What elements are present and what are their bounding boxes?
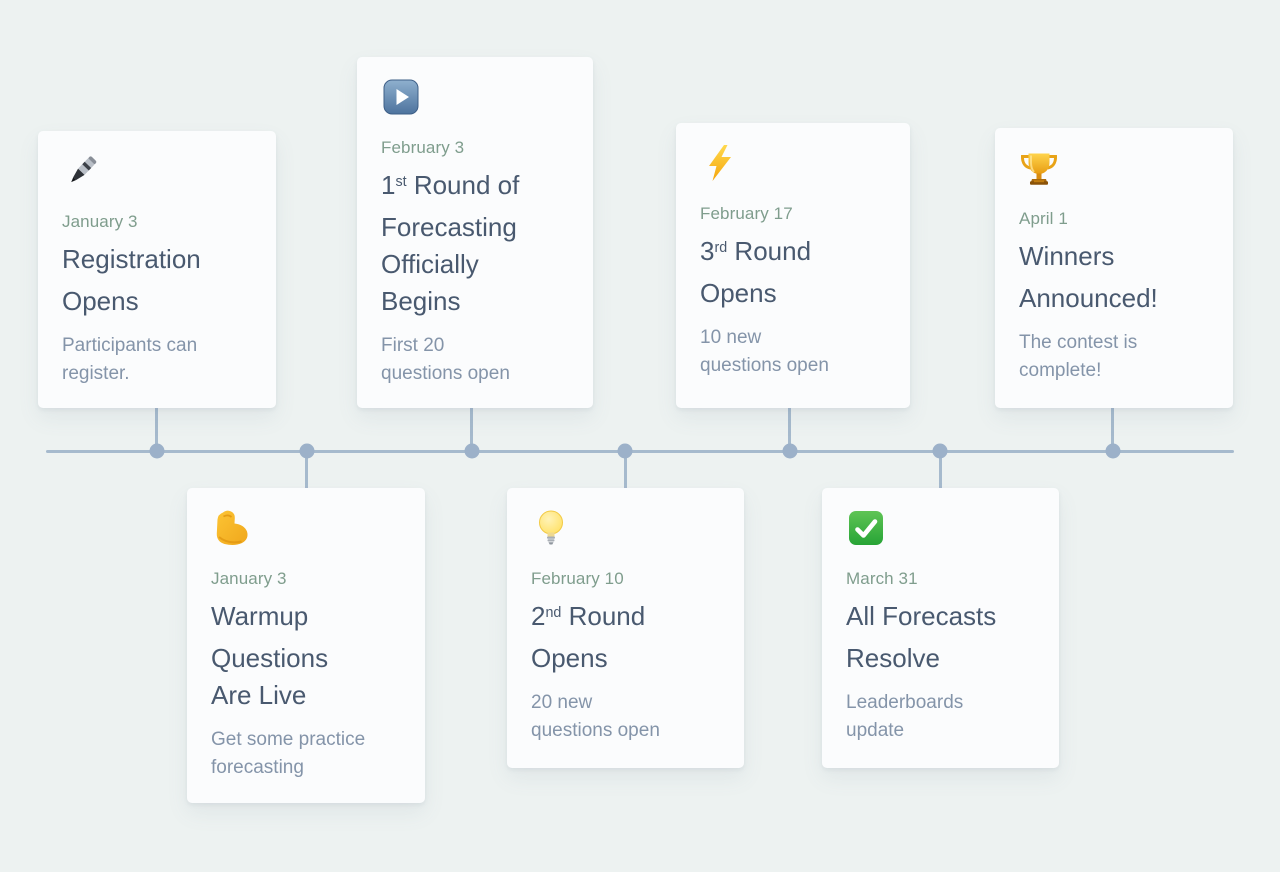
check-mark-icon <box>846 508 886 548</box>
event-description: Get some practice forecasting <box>211 729 366 778</box>
event-date: January 3 <box>62 212 138 231</box>
event-title-text: 1 <box>381 170 396 200</box>
timeline-dot <box>1105 443 1121 459</box>
event-title-text: All Forecasts Resolve <box>846 601 997 673</box>
event-card-third-round: February 17 3rd Round Opens 10 new quest… <box>676 123 910 408</box>
event-card-warmup-questions: January 3 Warmup Questions Are Live Get … <box>187 488 425 803</box>
event-title-text: Warmup Questions Are Live <box>211 601 329 710</box>
event-title-text: Round Opens <box>700 236 812 308</box>
event-date: February 17 <box>700 204 793 223</box>
event-date: January 3 <box>211 569 287 588</box>
event-title-text: Round Opens <box>531 601 646 673</box>
timeline-dot <box>149 443 165 459</box>
pen-icon <box>62 151 102 191</box>
event-card-second-round: February 10 2nd Round Opens 20 new quest… <box>507 488 744 768</box>
event-title-text: 2 <box>531 601 546 631</box>
event-title-text: Round of Forecasting Officially Begins <box>381 170 520 316</box>
connector-line <box>624 451 627 489</box>
play-button-icon <box>381 77 421 117</box>
flexed-bicep-icon <box>211 508 251 548</box>
event-description: Leaderboards update <box>846 692 964 741</box>
timeline-dot <box>932 443 948 459</box>
event-title: All Forecasts Resolve <box>846 598 1035 677</box>
event-card-first-round: February 3 1st Round of Forecasting Offi… <box>357 57 593 408</box>
event-date: February 3 <box>381 138 465 157</box>
connector-line <box>1111 407 1114 451</box>
event-card-forecasts-resolve: March 31 All Forecasts Resolve Leaderboa… <box>822 488 1059 768</box>
event-date: February 10 <box>531 569 624 588</box>
timeline-dot <box>782 443 798 459</box>
connector-line <box>939 451 942 489</box>
event-title-ordinal: st <box>395 174 407 191</box>
light-bulb-icon <box>531 508 571 548</box>
connector-line <box>470 407 473 451</box>
timeline-dot <box>299 443 315 459</box>
event-description: First 20 questions open <box>381 335 510 384</box>
event-title: 3rd Round Opens <box>700 233 886 312</box>
event-description: Participants can register. <box>62 335 198 384</box>
event-title: 1st Round of Forecasting Officially Begi… <box>381 167 569 320</box>
event-title-text: 3 <box>700 236 715 266</box>
event-title: 2nd Round Opens <box>531 598 720 677</box>
timeline-dot <box>464 443 480 459</box>
trophy-icon <box>1019 148 1059 188</box>
lightning-icon <box>700 143 740 183</box>
event-title: Warmup Questions Are Live <box>211 598 401 714</box>
event-card-registration-opens: January 3 Registration Opens Participant… <box>38 131 276 408</box>
timeline-dot <box>617 443 633 459</box>
event-title: Registration Opens <box>62 241 252 320</box>
event-date: March 31 <box>846 569 918 588</box>
event-date: April 1 <box>1019 209 1068 228</box>
event-title-ordinal: rd <box>714 240 728 257</box>
event-title-ordinal: nd <box>545 605 562 622</box>
event-description: 10 new questions open <box>700 327 829 376</box>
event-title-text: Registration Opens <box>62 244 201 316</box>
event-description: The contest is complete! <box>1019 332 1138 381</box>
connector-line <box>155 407 158 451</box>
connector-line <box>788 407 791 451</box>
connector-line <box>305 451 308 489</box>
event-title: Winners Announced! <box>1019 238 1209 317</box>
event-title-text: Winners Announced! <box>1019 241 1158 313</box>
timeline-line <box>46 450 1234 453</box>
event-card-winners-announced: April 1 Winners Announced! The contest i… <box>995 128 1233 408</box>
event-description: 20 new questions open <box>531 692 660 741</box>
